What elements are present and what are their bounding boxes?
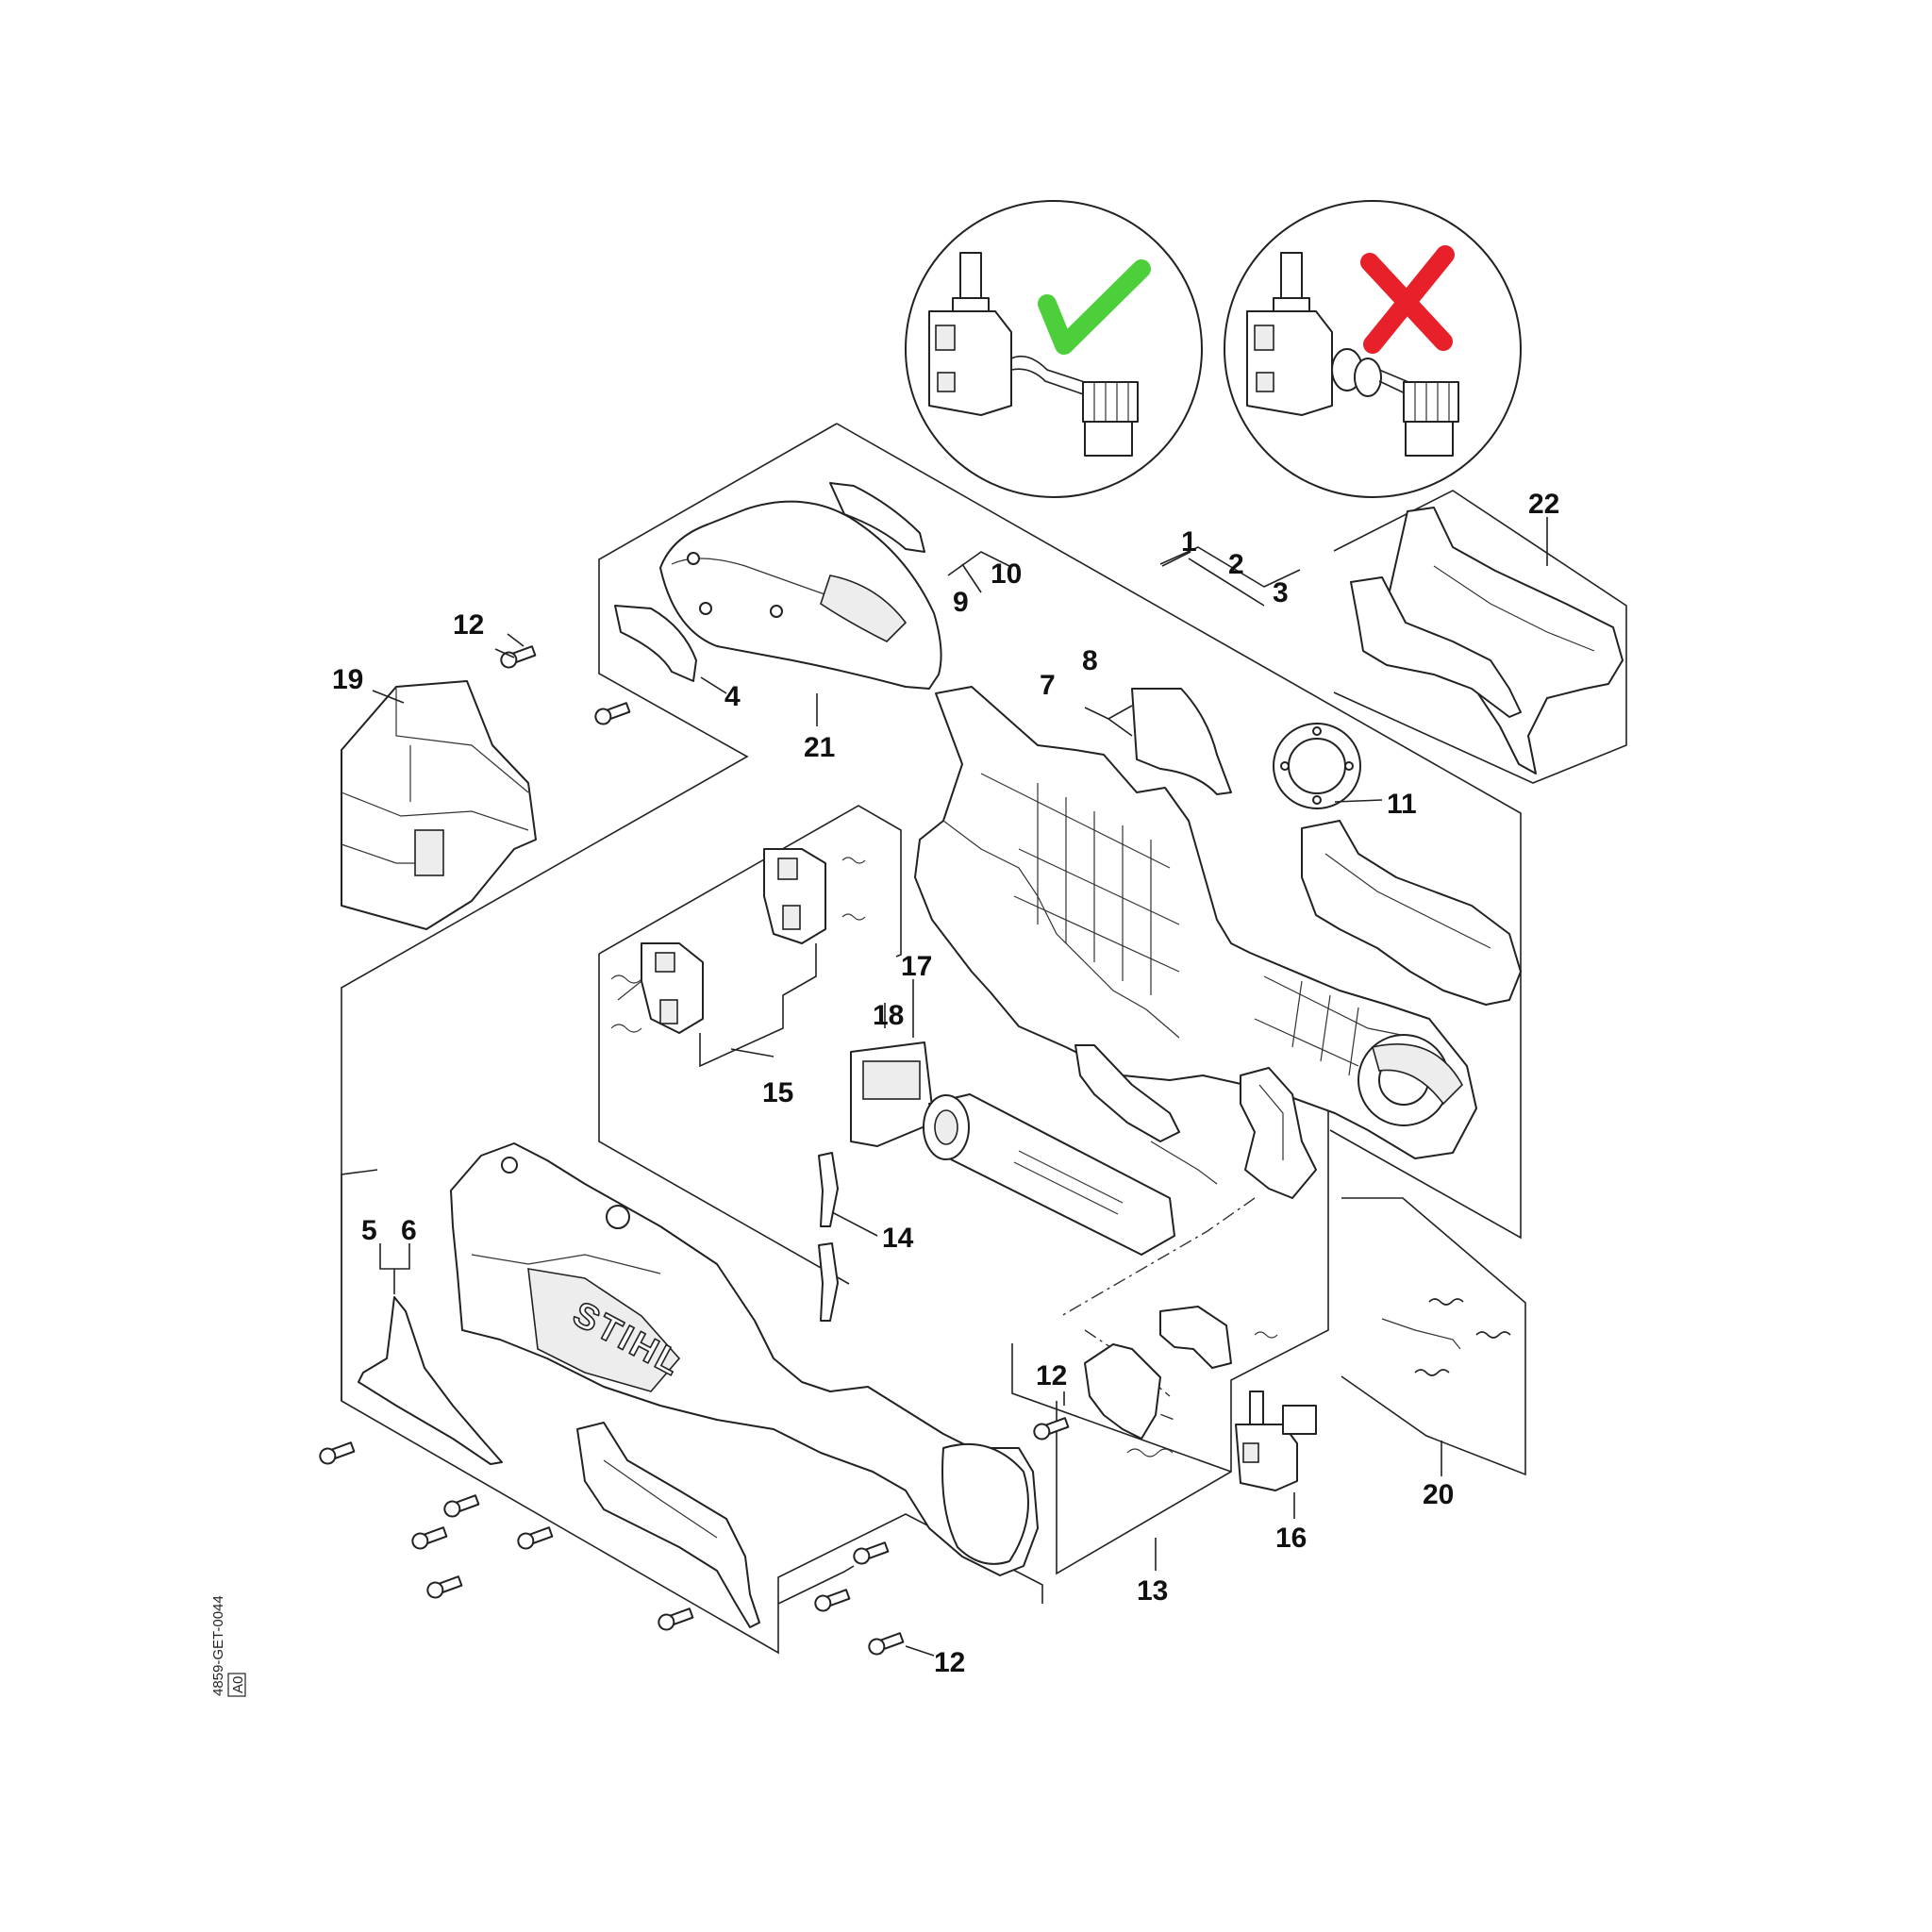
- part-11-ring-seal: [1273, 723, 1361, 809]
- part-19-battery-housing: [341, 680, 537, 930]
- callout-7: 7: [1040, 670, 1056, 701]
- callout-22: 22: [1528, 489, 1559, 520]
- drawing-code-text: 4859-GET-0044: [210, 1595, 226, 1696]
- callout-16: 16: [1275, 1523, 1307, 1554]
- callout-11: 11: [1387, 789, 1417, 820]
- callout-5: 5: [361, 1215, 377, 1246]
- callout-12-top: 12: [453, 609, 484, 641]
- part-18-control-board: [850, 1041, 935, 1147]
- callout-20: 20: [1423, 1479, 1454, 1510]
- check-mark-icon: [1038, 259, 1151, 355]
- callout-15: 15: [762, 1077, 793, 1108]
- part-22-handle-half: [1350, 507, 1624, 774]
- callout-14: 14: [882, 1223, 914, 1254]
- callout-10: 10: [991, 558, 1022, 590]
- drawing-code-box: [227, 1673, 246, 1697]
- drawing-reference: 4859-GET-0044 A0: [210, 1595, 246, 1697]
- outline-screw-group: [777, 1513, 1043, 1604]
- part-10-label-strip: [829, 482, 925, 553]
- callout-6: 6: [401, 1215, 417, 1246]
- switch-illustration-incorrect: [1246, 252, 1459, 457]
- cross-mark-icon: [1360, 245, 1455, 354]
- callout-12-bottom: 12: [934, 1647, 965, 1678]
- callout-12-mid: 12: [1036, 1360, 1067, 1391]
- inset-incorrect-switch: [1224, 200, 1522, 498]
- lower-housing-half: STIHL: [450, 1142, 1039, 1576]
- callout-1: 1: [1181, 526, 1197, 558]
- callout-17: 17: [901, 951, 932, 982]
- callout-21: 21: [804, 732, 835, 763]
- inset-correct-switch: [905, 200, 1203, 498]
- callout-3: 3: [1273, 577, 1289, 608]
- part-4-label-strip: [614, 605, 697, 682]
- group-15-leader: [699, 943, 817, 1068]
- outline-group-22: [1333, 490, 1627, 784]
- leader-lines: [372, 517, 1548, 1657]
- callout-9: 9: [953, 587, 969, 618]
- part-13-lever-parts: [1084, 1306, 1278, 1457]
- handle-half-right-mid: [1301, 820, 1522, 1006]
- callout-4: 4: [724, 681, 741, 712]
- part-15-contact-plates: [641, 848, 826, 1034]
- callout-18: 18: [873, 1000, 904, 1031]
- callout-8: 8: [1082, 645, 1098, 676]
- part-16-switch: [1235, 1391, 1317, 1491]
- screw-icon: [319, 645, 1070, 1656]
- part-14-clips: [818, 1152, 839, 1322]
- part-1-2-3-housing-shell: [914, 686, 1477, 1159]
- callout-13: 13: [1137, 1575, 1168, 1607]
- drawing-code-box-text: A0: [230, 1676, 246, 1693]
- callout-labels: 1 2 3 4 5 6 7 8 9 10 11 12 12 12 13 14 1…: [332, 489, 1559, 1678]
- callout-2: 2: [1228, 549, 1244, 580]
- handle-half-lower: [576, 1422, 760, 1628]
- outline-group-15: [598, 805, 902, 958]
- outline-group-5-6: [341, 1169, 378, 1401]
- part-21-top-cover: [659, 500, 942, 690]
- switch-illustration-correct: [928, 252, 1139, 457]
- part-8-label: [1131, 688, 1232, 795]
- part-17-motor-tube: [923, 1093, 1175, 1256]
- spring-icon: [610, 857, 866, 1033]
- part-5-6-trim-strip: [358, 1296, 503, 1465]
- part-13-trigger-assembly: [1074, 1044, 1317, 1199]
- outline-group-20: [1341, 1197, 1526, 1476]
- part-20-springs: [1381, 1298, 1511, 1376]
- callout-19: 19: [332, 664, 363, 695]
